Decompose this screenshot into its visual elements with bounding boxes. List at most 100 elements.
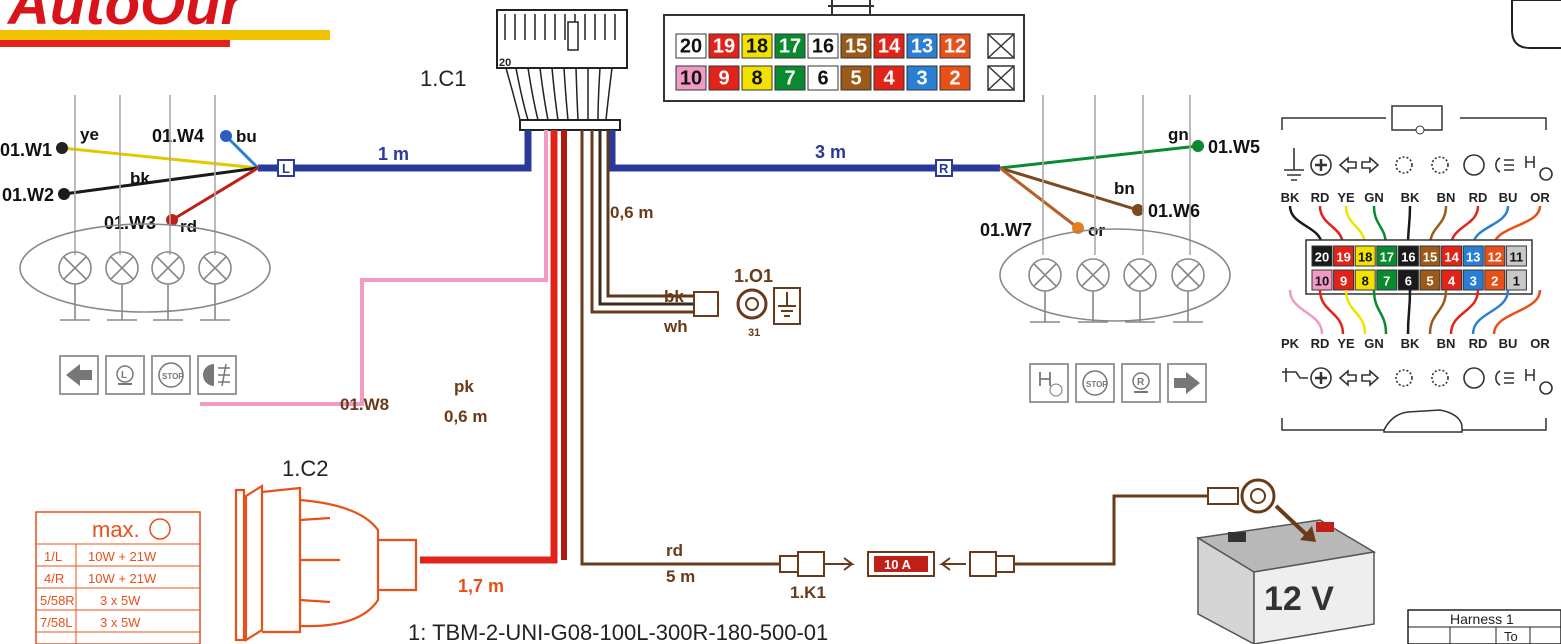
pinout-2: 2 [1484, 269, 1506, 291]
left-cable-length: 1 m [378, 144, 409, 164]
pin-2: 2 [939, 65, 971, 91]
fuse-rating: 10 A [884, 557, 912, 572]
pinout-14: 14 [1441, 245, 1463, 267]
pinout-bottom-code-2: YE [1337, 336, 1355, 351]
left-lamp-cluster [19, 95, 271, 321]
pinout-13: 13 [1462, 245, 1484, 267]
pin-8: 8 [741, 65, 773, 91]
svg-text:3: 3 [1470, 274, 1477, 289]
wire-code-bk: bk [130, 169, 150, 188]
pinout-bottom-code-7: BU [1499, 336, 1518, 351]
pinout-bottom-wire-3 [1372, 289, 1388, 335]
svg-text:8: 8 [751, 68, 762, 90]
relay-label: 1.K1 [790, 583, 826, 602]
pin-20: 20 [675, 33, 707, 59]
pinout-bottom-code-3: GN [1364, 336, 1384, 351]
svg-text:L: L [282, 161, 290, 176]
svg-text:19: 19 [1336, 250, 1350, 265]
pinout-bottom-code-6: RD [1469, 336, 1488, 351]
corner-frame [1511, 0, 1561, 49]
svg-text:12: 12 [1488, 250, 1502, 265]
svg-text:7: 7 [784, 68, 795, 90]
wire-code-ye: ye [80, 125, 99, 144]
pinout-top-code-1: RD [1311, 190, 1330, 205]
svg-text:10: 10 [680, 68, 702, 90]
pinout-8: 8 [1354, 269, 1376, 291]
svg-text:8: 8 [1362, 274, 1369, 289]
stop-icon: STOP [151, 355, 191, 395]
pinout-9: 9 [1333, 269, 1355, 291]
svg-text:18: 18 [746, 36, 768, 58]
pinout-bottom-wire-7 [1471, 289, 1510, 335]
svg-text:14: 14 [878, 36, 901, 58]
pinout-bottom-wire-2 [1344, 289, 1367, 335]
fuse: 10 A [867, 551, 935, 577]
pin-13: 13 [906, 33, 938, 59]
cable-left-blue [258, 130, 532, 172]
pinout-6: 6 [1397, 269, 1419, 291]
socket-wire-length: 1,7 m [458, 576, 504, 596]
svg-text:7/58L: 7/58L [40, 615, 73, 630]
pinout-top-code-4: BK [1401, 190, 1420, 205]
svg-text:20: 20 [1315, 250, 1329, 265]
pinout-bottom-code-4: BK [1401, 336, 1420, 351]
pin-15: 15 [840, 33, 872, 59]
svg-text:9: 9 [1340, 274, 1347, 289]
svg-text:2: 2 [1491, 274, 1498, 289]
pin-19: 19 [708, 33, 740, 59]
battery: 12 V [1195, 504, 1377, 644]
svg-text:15: 15 [845, 36, 867, 58]
pinout-bottom-wire-4 [1406, 289, 1412, 335]
svg-text:STOP: STOP [162, 372, 184, 381]
pinout-bottom-code-0: PK [1281, 336, 1300, 351]
right-fanout-wires [999, 144, 1199, 230]
pinout-top-code-0: BK [1281, 190, 1300, 205]
arrow-right-icon [1167, 363, 1207, 403]
battery-voltage: 12 V [1264, 580, 1334, 618]
harness-title-box: Harness 1 To [1407, 609, 1561, 644]
pinout-4: 4 [1441, 269, 1463, 291]
pinout-20: 20 [1311, 245, 1333, 267]
pin-7: 7 [774, 65, 806, 91]
bulb-l-icon: L [105, 355, 145, 395]
max-table-header: max. [92, 517, 140, 542]
svg-text:1: 1 [1513, 274, 1520, 289]
cable-right-blue [608, 130, 1000, 172]
svg-text:6: 6 [1405, 274, 1412, 289]
pin-16: 16 [807, 33, 839, 59]
pinout-top-code-8: OR [1530, 190, 1550, 205]
wire-code-bn: bn [1114, 179, 1135, 198]
pinout-1: 1 [1505, 269, 1527, 291]
svg-text:10: 10 [1315, 274, 1329, 289]
pinout-top-code-2: YE [1337, 190, 1355, 205]
power-wire-code: rd [666, 541, 683, 560]
pink-wire-code: pk [454, 377, 474, 396]
pin-9: 9 [708, 65, 740, 91]
ground-label: 1.O1 [734, 266, 773, 286]
max-load-table: max. 1/L 10W + 21W 4/R 10W + 21W 5/58R 3… [35, 511, 201, 644]
pinout-bottom-code-1: RD [1311, 336, 1330, 351]
reverse-light-icon [1029, 363, 1069, 403]
ground-wire-length: 0,6 m [610, 203, 653, 222]
svg-text:9: 9 [718, 68, 729, 90]
wire-id-w4: 01.W4 [152, 126, 204, 146]
pinout-top-code-3: GN [1364, 190, 1384, 205]
svg-text:R: R [1137, 377, 1145, 388]
svg-text:L: L [121, 370, 127, 381]
pinout-17: 17 [1376, 245, 1398, 267]
left-function-icons: L STOP [59, 355, 237, 395]
svg-text:3: 3 [916, 68, 927, 90]
wire-code-bu: bu [236, 127, 257, 146]
pin-10: 10 [675, 65, 707, 91]
wire-id-w5: 01.W5 [1208, 137, 1260, 157]
svg-text:4: 4 [1448, 274, 1456, 289]
stop-icon: STOP [1075, 363, 1115, 403]
pinout-11: 11 [1505, 245, 1527, 267]
pinout-5: 5 [1419, 269, 1441, 291]
socket-label: 1.C2 [282, 456, 328, 481]
svg-text:6: 6 [817, 68, 828, 90]
pinout-bottom-wire-1 [1318, 289, 1345, 335]
